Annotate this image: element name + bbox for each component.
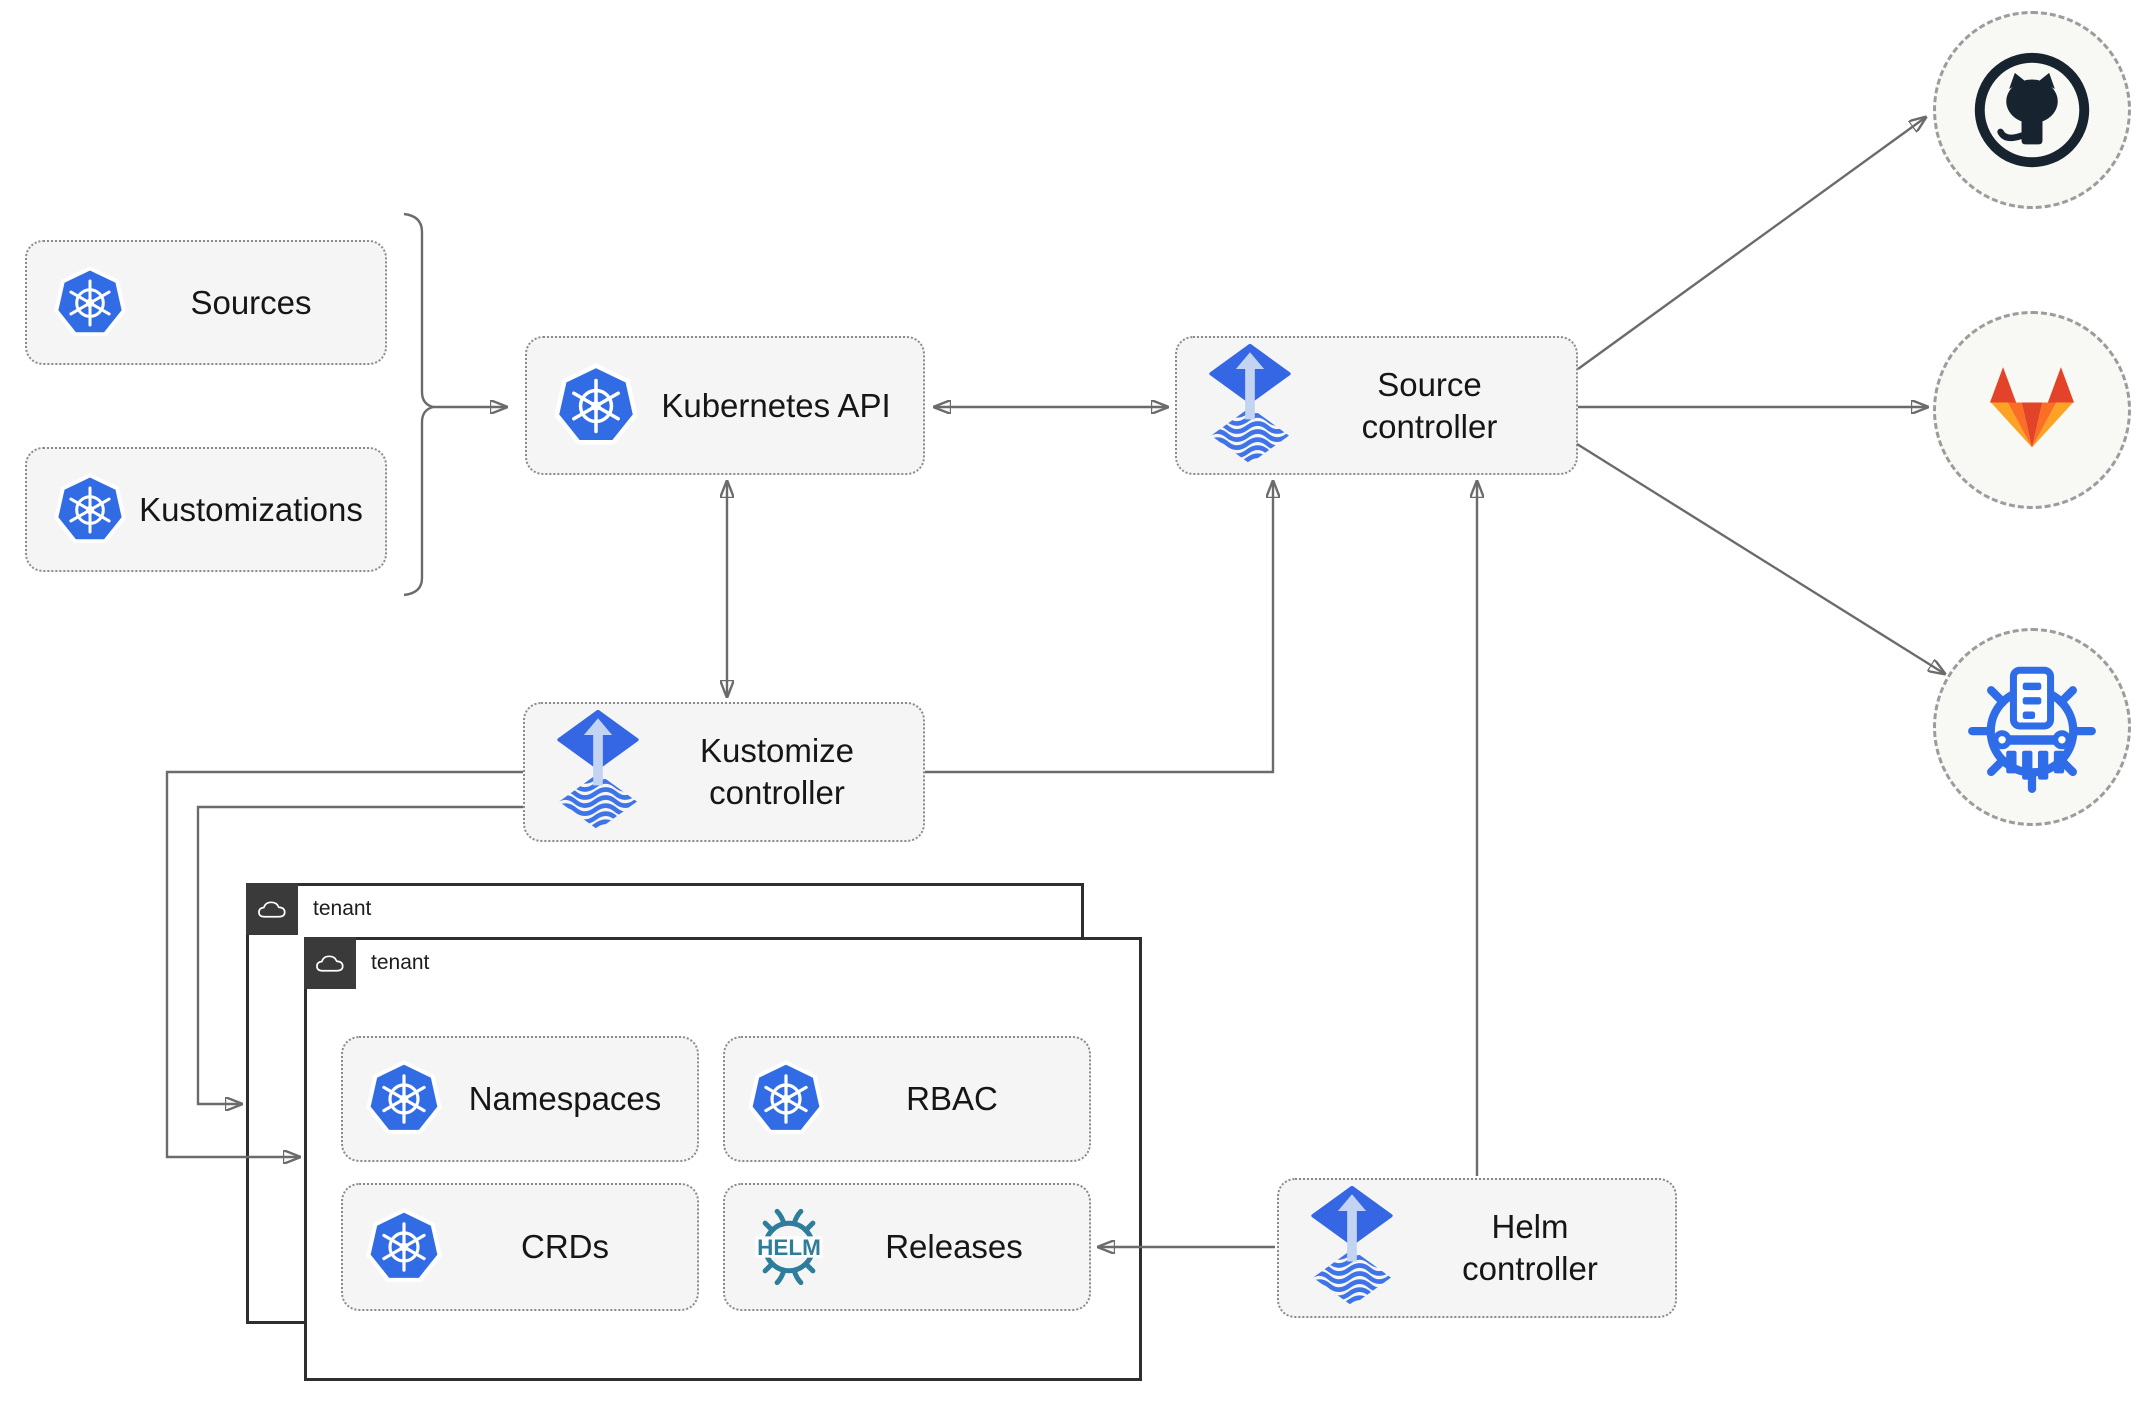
node-github [1933,11,2131,209]
cloud-icon [255,897,289,921]
gitlab-icon [1972,354,2092,466]
kubernetes-icon [53,473,127,547]
kubernetes-icon [365,1060,443,1138]
chartmuseum-icon [1966,661,2098,793]
node-sources: Sources [25,240,387,365]
flux-icon [555,710,641,834]
node-label: Sources [190,283,312,321]
tenant-label: tenant [313,897,372,920]
kubernetes-icon [747,1060,825,1138]
node-label: Releases [885,1228,1023,1266]
tenant-tab [304,937,356,989]
node-kustomize-controller: Kustomize controller [523,702,925,842]
node-crds: CRDs [341,1183,699,1311]
kubernetes-icon [53,266,127,340]
brace-sources-group [403,212,438,597]
node-helm-controller: Helm controller [1277,1178,1677,1318]
node-label: RBAC [906,1080,998,1118]
node-label: Kubernetes API [661,386,891,424]
node-kustomizations: Kustomizations [25,447,387,572]
node-namespaces: Namespaces [341,1036,699,1162]
tenant-tab [246,883,298,935]
flux-icon [1207,344,1293,468]
node-rbac: RBAC [723,1036,1091,1162]
node-label: Kustomize controller [699,732,855,811]
node-releases: Releases [723,1183,1091,1311]
tenant-label: tenant [371,951,430,974]
github-icon [1971,49,2093,171]
node-chartmuseum [1933,628,2131,826]
node-label: Kustomizations [139,490,363,528]
edge-kustomize-source [925,481,1273,774]
kubernetes-icon [365,1208,443,1286]
cloud-icon [313,951,347,975]
node-source-controller: Source controller [1175,336,1578,475]
edge-source-github [1577,117,1926,370]
node-label: Helm controller [1462,1208,1598,1287]
node-label: Source controller [1361,365,1498,445]
node-kubernetes-api: Kubernetes API [525,336,925,475]
flux-icon [1309,1186,1395,1310]
kubernetes-icon [553,363,639,449]
node-label: CRDs [521,1228,609,1266]
node-label: Namespaces [468,1080,662,1118]
helm-icon [749,1207,829,1287]
node-gitlab [1933,311,2131,509]
edge-source-chartmuseum [1576,442,1945,674]
